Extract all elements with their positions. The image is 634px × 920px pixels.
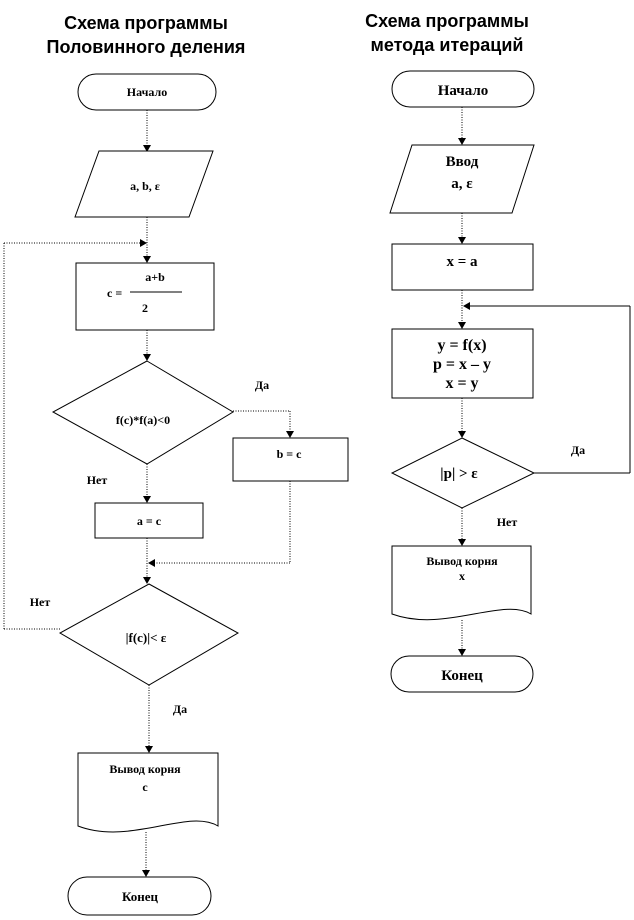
left-merge-arrowhead bbox=[148, 559, 155, 567]
left-no-arrowhead bbox=[143, 496, 151, 503]
left-decision-1-yes: Да bbox=[255, 378, 269, 392]
right-title-line1: Схема программы bbox=[365, 11, 529, 31]
left-output-line1: Вывод корня bbox=[109, 762, 181, 776]
right-body-line1: y = f(x) bbox=[437, 337, 486, 354]
left-arrowhead-6 bbox=[142, 870, 150, 877]
right-title-line2: метода итераций bbox=[371, 35, 524, 55]
left-yes-arrowhead bbox=[286, 431, 294, 438]
left-decision-1-no: Нет bbox=[87, 473, 108, 487]
right-input-line2: a, ε bbox=[451, 176, 473, 192]
left-arrowhead-5 bbox=[145, 746, 153, 753]
right-assign-label: x = a bbox=[446, 254, 478, 270]
left-start-label: Начало bbox=[127, 85, 167, 99]
right-output-line2: x bbox=[459, 569, 465, 583]
right-start-terminator bbox=[391, 70, 535, 108]
left-output-line2: c bbox=[142, 780, 148, 794]
left-arrowhead-2 bbox=[143, 256, 151, 263]
right-arrowhead-3 bbox=[458, 322, 466, 329]
right-decision-no: Нет bbox=[497, 515, 518, 529]
left-assign-a-process bbox=[94, 502, 204, 539]
right-body-line3: x = y bbox=[445, 375, 478, 392]
right-body-line2: p = x – y bbox=[433, 356, 491, 373]
left-title-line2: Половинного деления bbox=[47, 37, 246, 57]
left-assign-b-label: b = c bbox=[277, 447, 303, 461]
left-input-parallelogram bbox=[74, 150, 214, 218]
left-calc-numerator: a+b bbox=[145, 270, 165, 284]
left-arrowhead-4 bbox=[143, 577, 151, 584]
right-arrowhead-2 bbox=[458, 237, 466, 244]
left-decision-2-no: Нет bbox=[30, 595, 51, 609]
right-input-parallelogram bbox=[389, 144, 535, 214]
left-arrowhead-1 bbox=[143, 145, 151, 152]
left-title-line1: Схема программы bbox=[64, 13, 228, 33]
left-flowchart: Схема программы Половинного деления Нача… bbox=[3, 13, 349, 916]
right-arrowhead-5 bbox=[458, 539, 466, 546]
right-loop-arrowhead bbox=[463, 302, 470, 310]
right-output-document bbox=[391, 545, 532, 621]
left-end-terminator bbox=[67, 876, 212, 916]
right-arrowhead-1 bbox=[458, 138, 466, 145]
left-output-document bbox=[77, 752, 219, 833]
right-flowchart: Схема программы метода итераций Начало В… bbox=[365, 11, 631, 693]
left-end-label: Конец bbox=[122, 889, 159, 904]
right-decision-yes: Да bbox=[571, 443, 585, 457]
right-arrowhead-4 bbox=[458, 431, 466, 438]
left-decision-2-label: |f(c)|< ε bbox=[126, 630, 167, 645]
right-body-process bbox=[391, 328, 534, 399]
left-decision-1-label: f(c)*f(a)<0 bbox=[116, 413, 170, 427]
right-decision-label: |p| > ε bbox=[440, 466, 478, 482]
right-input-line1: Ввод bbox=[446, 154, 479, 170]
left-input-label: a, b, ε bbox=[130, 179, 160, 193]
right-start-label: Начало bbox=[438, 83, 489, 99]
left-loop-arrowhead bbox=[140, 239, 147, 247]
right-end-label: Конец bbox=[441, 668, 483, 684]
right-arrowhead-6 bbox=[458, 649, 466, 656]
left-calc-process bbox=[75, 262, 215, 331]
left-calc-prefix: c = bbox=[107, 286, 122, 300]
left-calc-denominator: 2 bbox=[142, 301, 148, 315]
right-output-line1: Вывод корня bbox=[426, 554, 498, 568]
right-end-terminator bbox=[390, 655, 534, 693]
left-decision-2-yes: Да bbox=[173, 702, 187, 716]
left-arrowhead-3 bbox=[143, 354, 151, 361]
left-assign-a-label: a = c bbox=[137, 514, 162, 528]
